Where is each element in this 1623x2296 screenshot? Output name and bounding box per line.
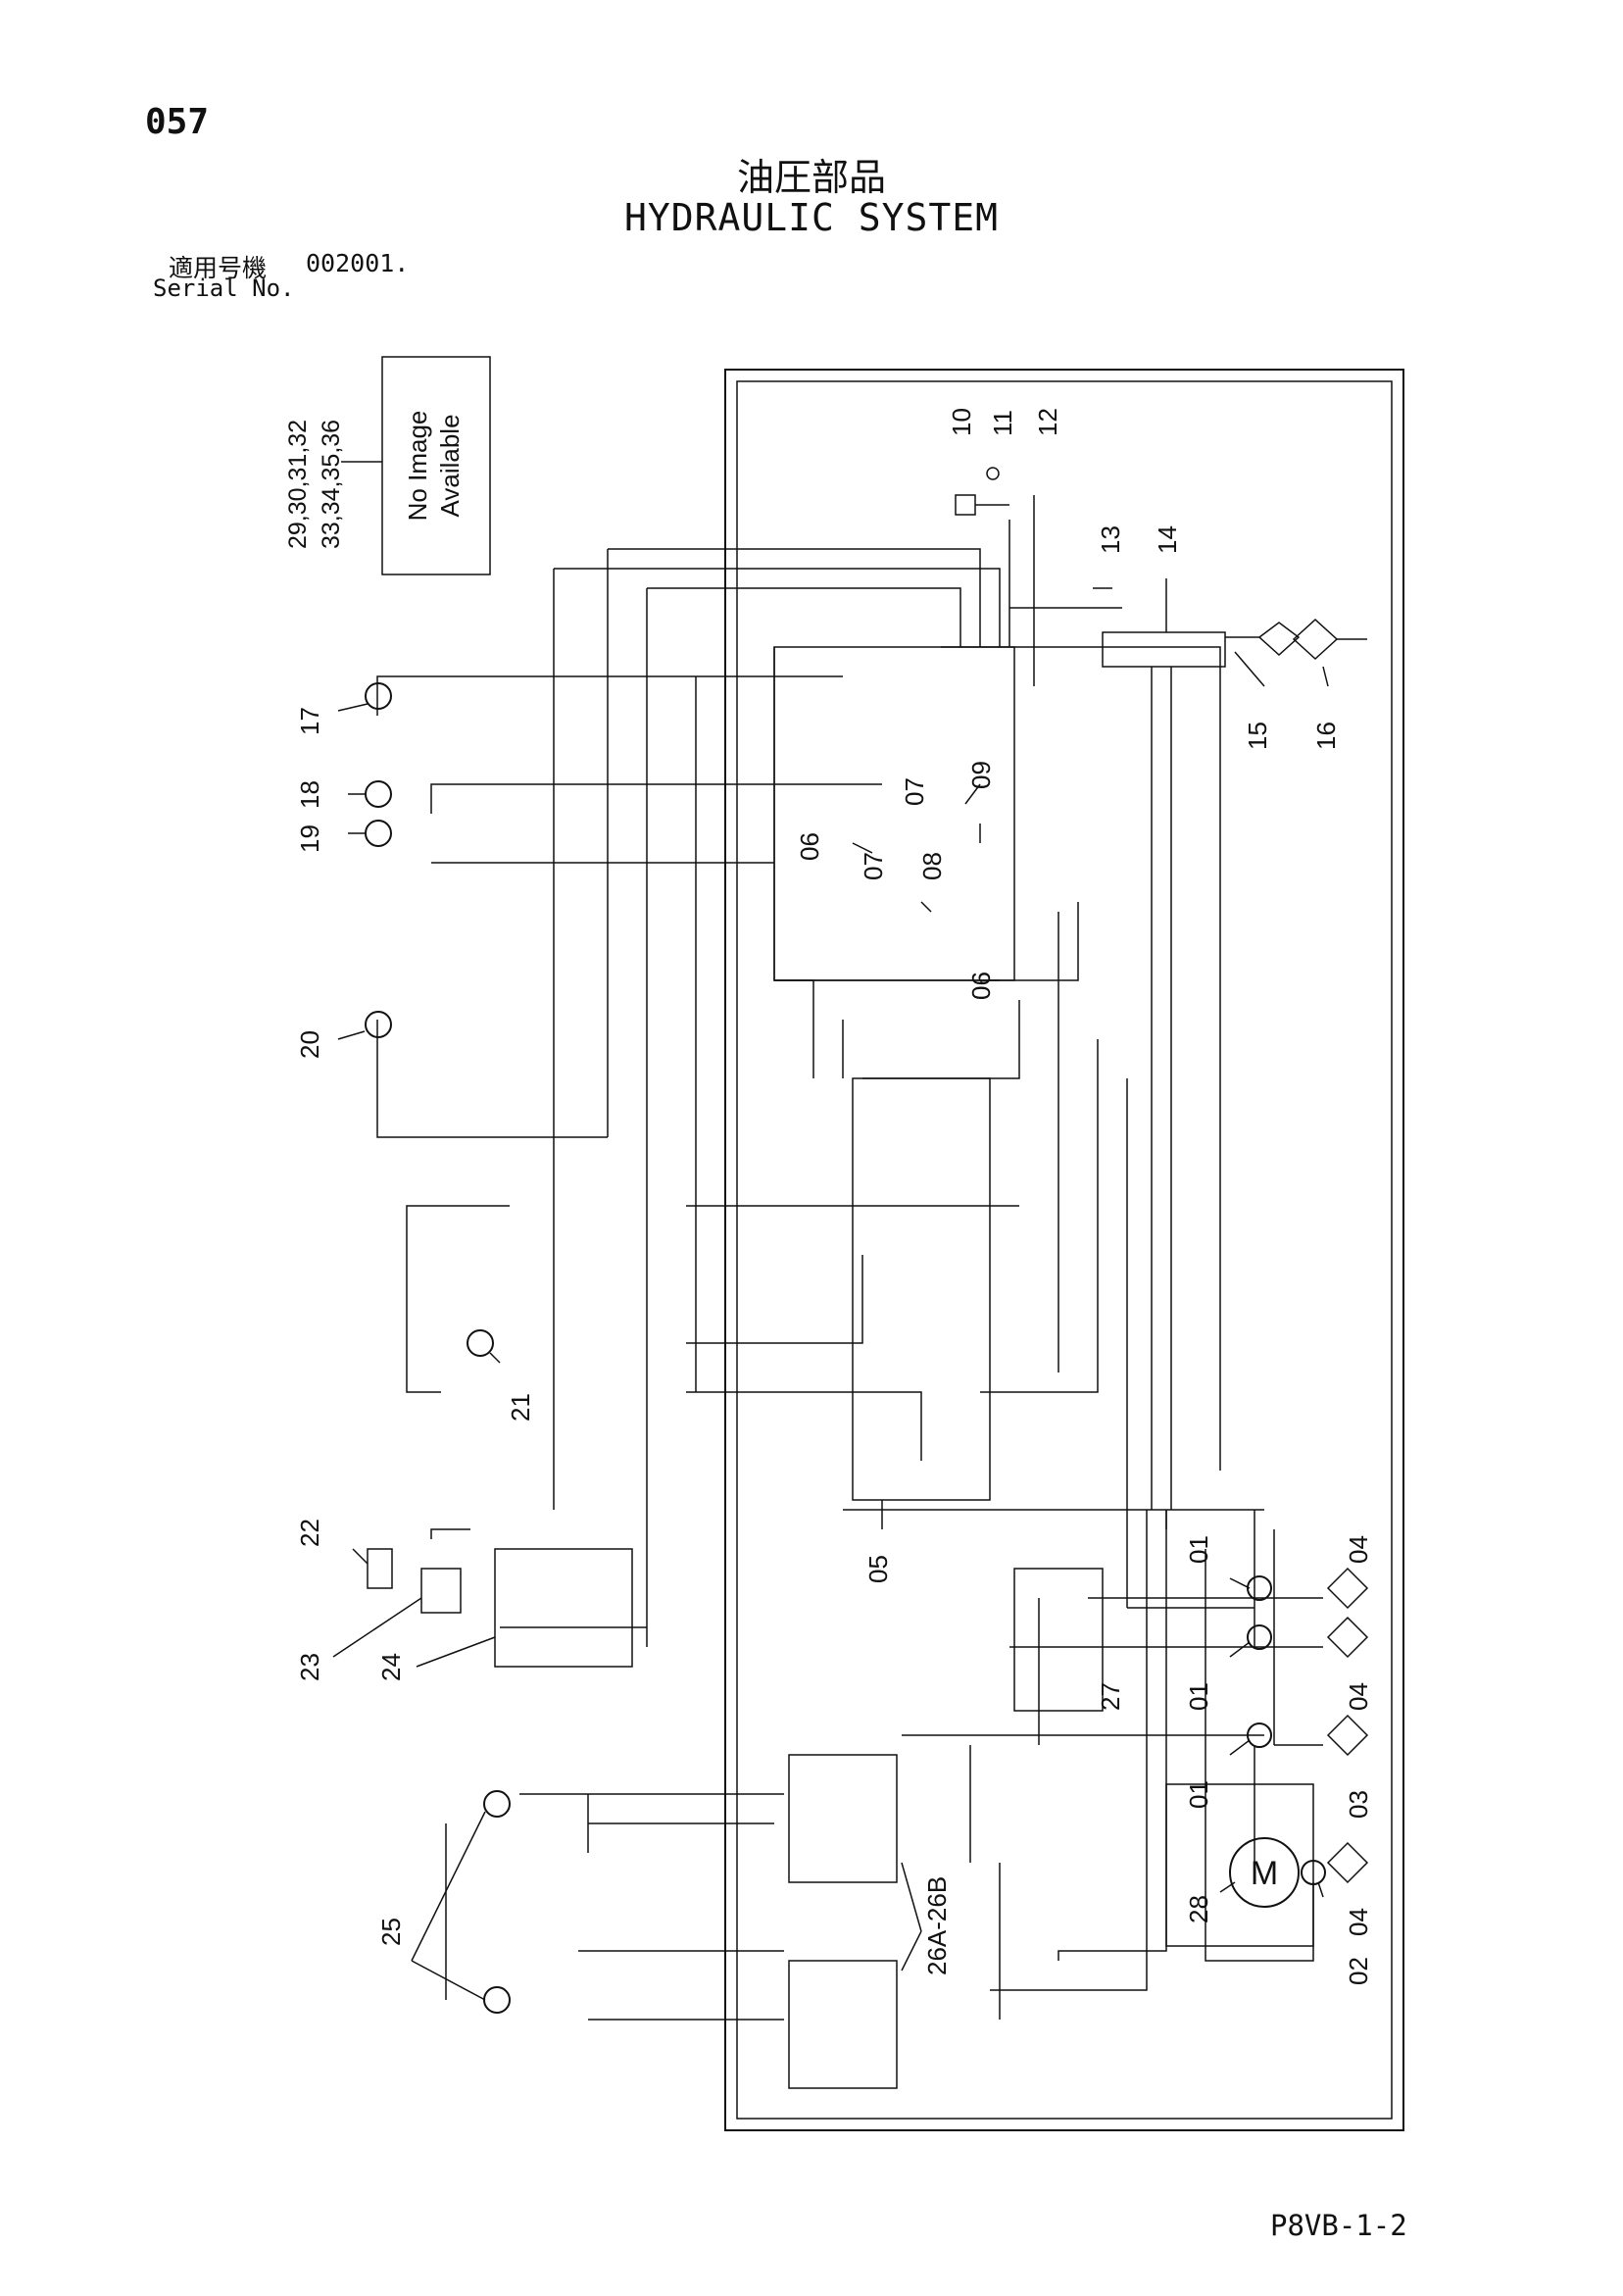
callout-01-b: 01 — [1184, 1682, 1213, 1711]
callout-29-32: 29,30,31,32 — [284, 420, 312, 549]
callout-04-b: 04 — [1344, 1682, 1373, 1711]
callout-24: 24 — [376, 1653, 406, 1681]
callout-06-lower: 06 — [966, 972, 996, 1000]
callout-05: 05 — [863, 1555, 893, 1583]
leader-lines — [332, 587, 1329, 2001]
callout-22: 22 — [295, 1519, 324, 1547]
valve-blocks — [367, 646, 1104, 2089]
callout-14: 14 — [1153, 525, 1182, 554]
frame-outer — [724, 369, 1404, 2131]
serial-label: Serial No. — [153, 275, 295, 302]
filter-16 — [1292, 618, 1339, 661]
callout-04-c: 04 — [1344, 1908, 1373, 1936]
callout-01-c: 01 — [1184, 1780, 1213, 1809]
motor-pump-block — [1165, 1783, 1314, 1947]
callout-04-a: 04 — [1344, 1535, 1373, 1564]
callout-18: 18 — [295, 780, 324, 809]
document-code: P8VB-1-2 — [1270, 2209, 1407, 2242]
callout-33-36: 33,34,35,36 — [318, 420, 345, 549]
callout-07-lower: 07 — [859, 852, 888, 880]
filter-15 — [1257, 622, 1301, 657]
callout-02: 02 — [1344, 1957, 1373, 1985]
callout-21: 21 — [506, 1393, 535, 1422]
callout-numbers: 10 11 12 13 14 15 16 17 18 19 20 21 22 2… — [295, 408, 1373, 1985]
electric-motor — [1229, 1837, 1300, 1908]
callout-19: 19 — [295, 824, 324, 853]
callout-17: 17 — [295, 707, 324, 735]
callout-27: 27 — [1096, 1682, 1125, 1711]
serial-value: 002001. — [306, 249, 410, 277]
actuators — [365, 682, 1326, 2014]
callout-09: 09 — [966, 761, 996, 789]
page-title: HYDRAULIC SYSTEM — [623, 196, 1000, 239]
callout-20: 20 — [295, 1030, 324, 1059]
callout-15: 15 — [1243, 722, 1272, 750]
no-image-line1: No Image — [403, 411, 432, 522]
page-title-japanese: 油圧部品 — [736, 156, 886, 199]
callout-07-upper: 07 — [900, 777, 929, 806]
gauge-11 — [986, 467, 1000, 480]
callout-11: 11 — [988, 410, 1017, 436]
no-image-line2: Available — [435, 414, 465, 517]
no-image-box: No Image Available — [341, 356, 491, 575]
callout-23: 23 — [295, 1653, 324, 1681]
callout-03: 03 — [1344, 1790, 1373, 1819]
filters-03-04 — [1326, 1567, 1369, 1884]
callout-08: 08 — [917, 852, 947, 880]
component-10 — [955, 494, 976, 516]
frame-inner — [736, 380, 1393, 2120]
page-number: 057 — [145, 102, 210, 142]
callout-01-a: 01 — [1184, 1535, 1213, 1564]
callout-13: 13 — [1096, 525, 1125, 554]
callout-10: 10 — [947, 408, 976, 436]
reservoir — [1102, 631, 1226, 668]
callout-28: 28 — [1184, 1895, 1213, 1923]
callout-12: 12 — [1033, 408, 1062, 436]
callout-06-upper: 06 — [795, 832, 824, 861]
motor-symbol: M — [1251, 1855, 1278, 1892]
serial-label-japanese: 適用号機 — [169, 254, 268, 282]
callout-25: 25 — [376, 1918, 406, 1946]
callout-26a-26b: 26A-26B — [922, 1876, 952, 1975]
callout-16: 16 — [1311, 722, 1341, 750]
hydraulic-lines — [376, 495, 1323, 2021]
